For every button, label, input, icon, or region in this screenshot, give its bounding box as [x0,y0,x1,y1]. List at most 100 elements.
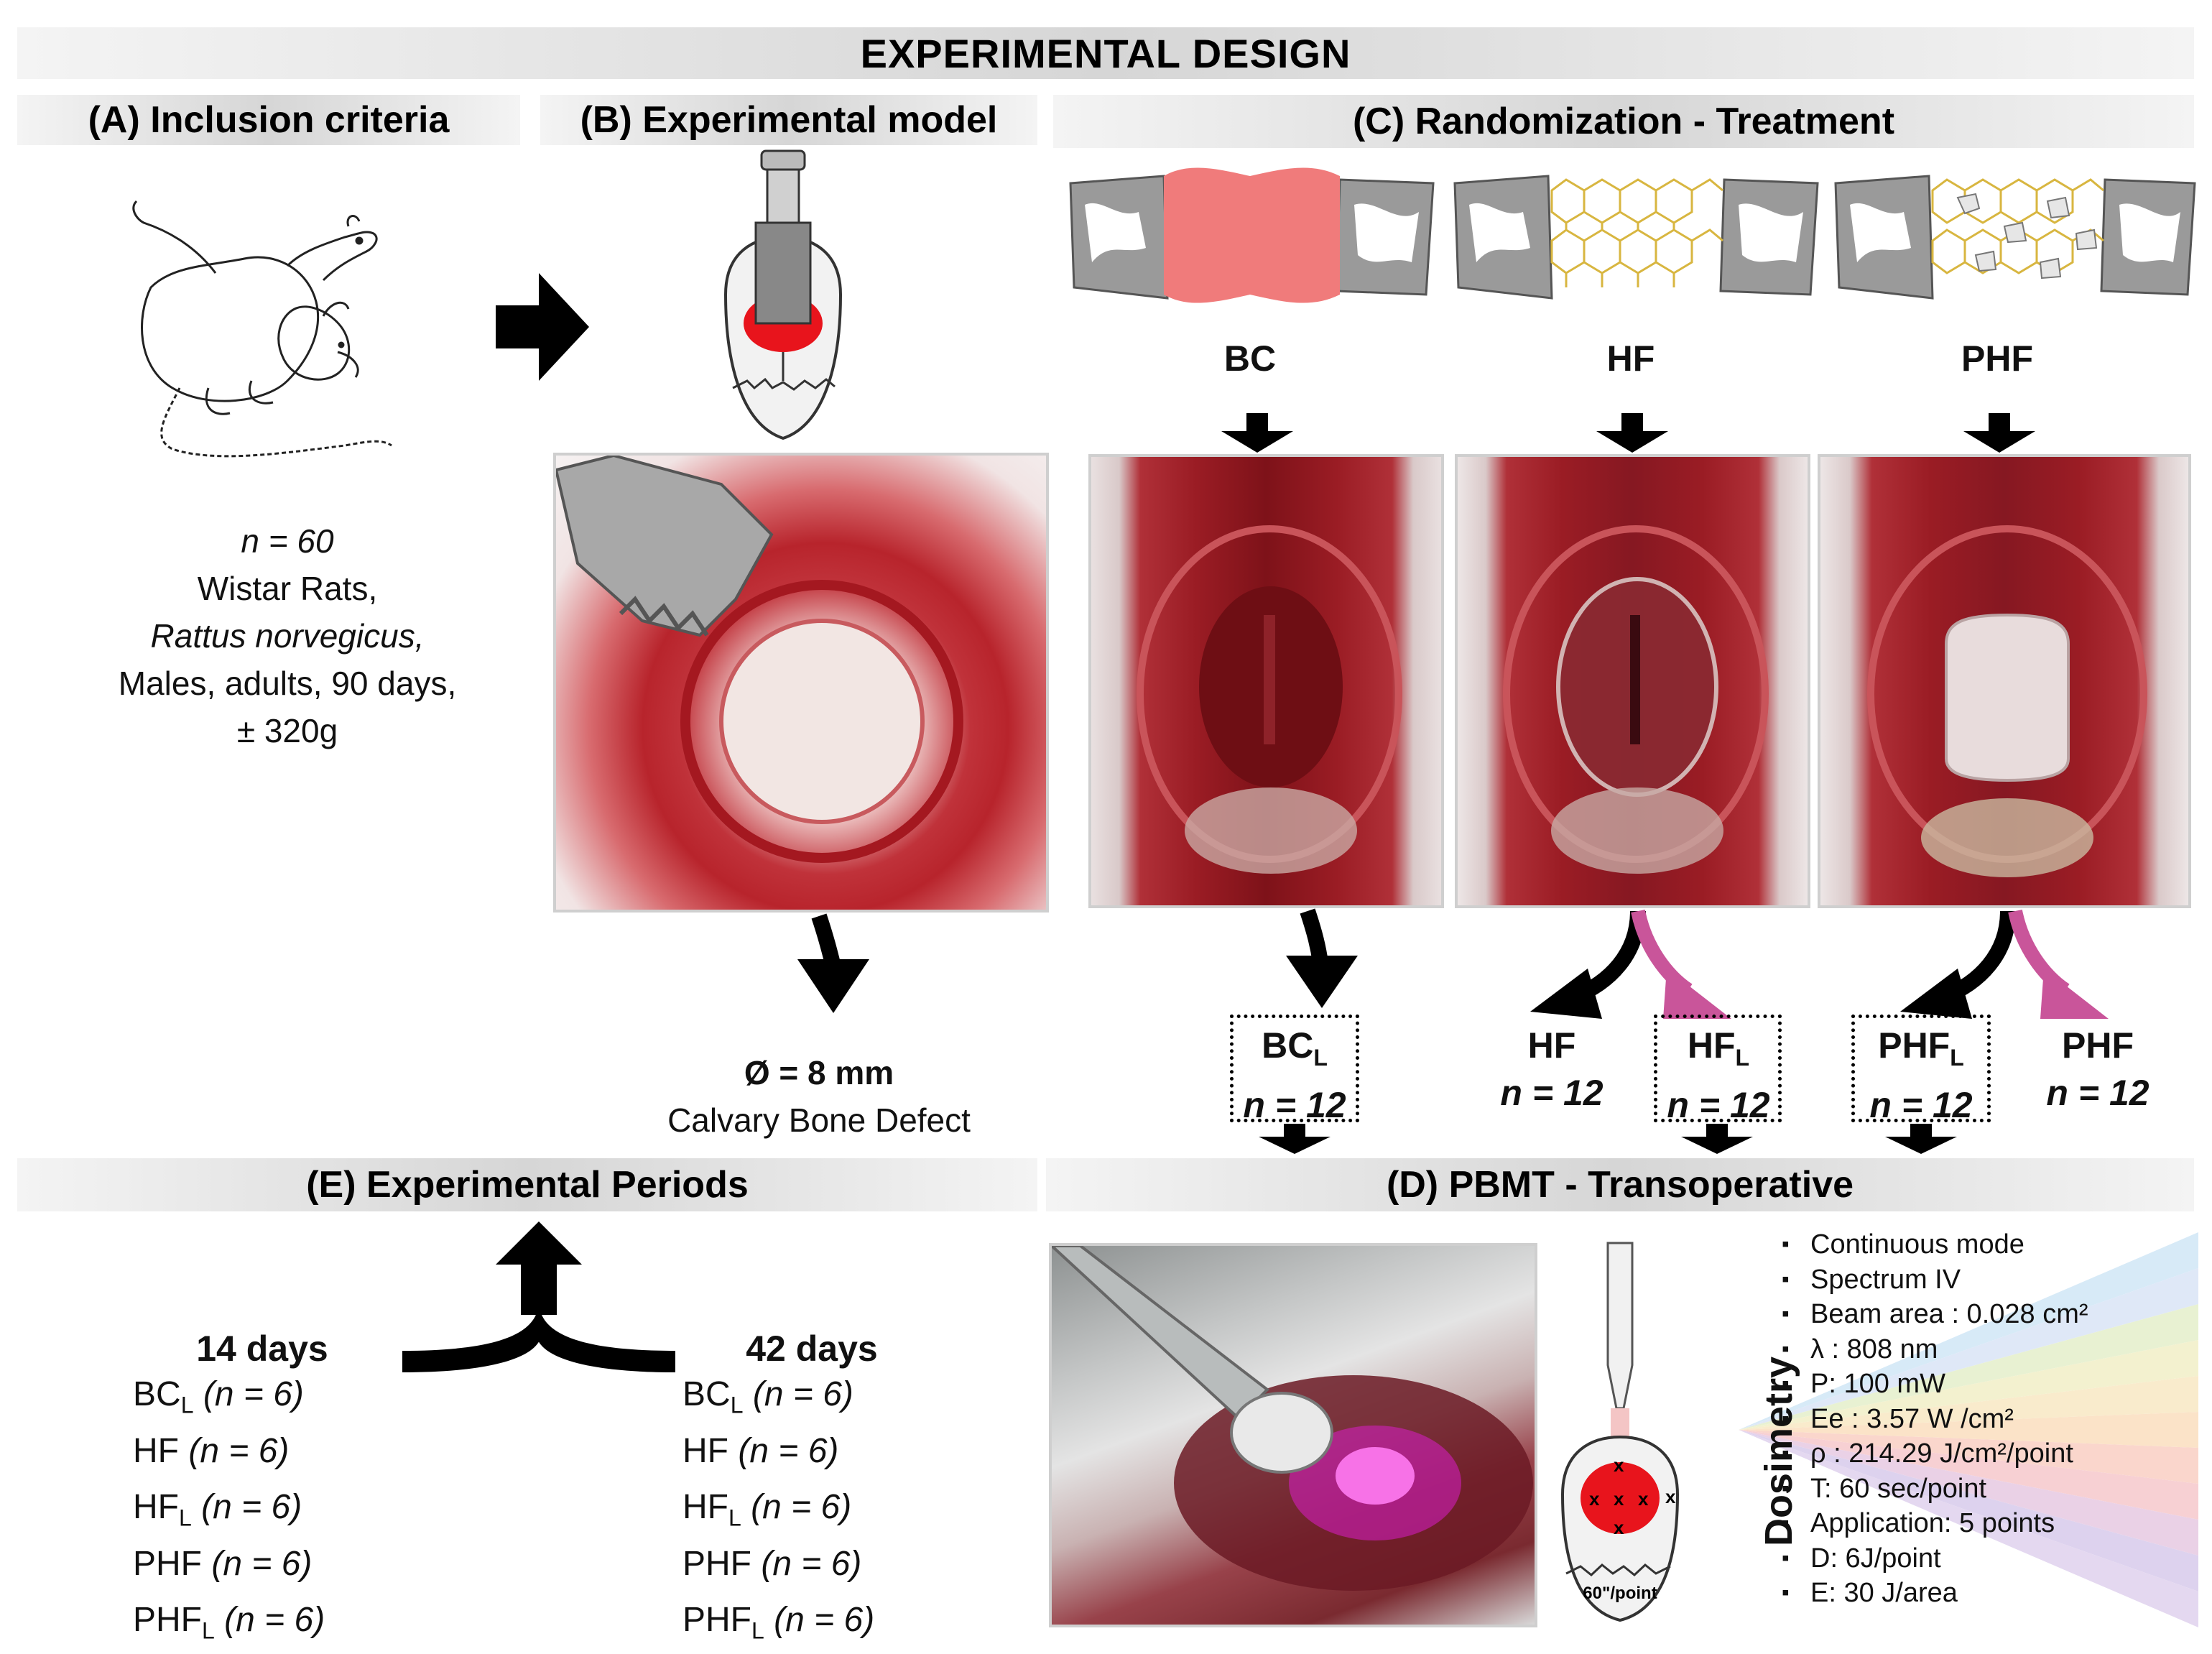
group-label-phf: PHF [1961,338,2033,379]
dosimetry-item: ▪λ : 808 nm [1782,1334,1938,1364]
section-c-title: (C) Randomization - Treatment [1352,101,1895,142]
dosimetry-item: ▪Beam area : 0.028 cm² [1782,1299,2088,1329]
dosimetry-item: ▪P: 100 mW [1782,1369,1945,1399]
hfl-group: HFL n = 12 [1638,1022,1799,1129]
period-14-item: BCL (n = 6) [133,1375,304,1418]
period-42-item: BCL (n = 6) [682,1375,853,1418]
hfl-box [1654,1015,1782,1122]
rat-profile: Males, adults, 90 days, [118,665,457,702]
defect-size: Ø = 8 mm [744,1054,894,1091]
section-e-title: (E) Experimental Periods [306,1164,749,1206]
laser-point-marker: x [1665,1486,1676,1507]
defect-photo [553,453,1049,913]
phf-n: n = 12 [2046,1073,2149,1113]
period-42: 42 days BCL (n = 6) HF (n = 6) HFL (n = … [682,1326,1042,1654]
arrow-phf-to-phfl-icon [1900,910,2016,1019]
dosimetry-item: ▪Application: 5 points [1782,1508,2055,1538]
hf-group: HF n = 12 [1466,1022,1638,1117]
phfl-box [1851,1015,1991,1122]
period-14-item: HFL (n = 6) [133,1488,302,1531]
section-a-header: (A) Inclusion criteria [17,95,520,145]
period-split-arrow-icon [402,1221,675,1372]
section-d-header: (D) PBMT - Transoperative [1046,1158,2194,1211]
dosimetry-list: ▪Continuous mode ▪Spectrum IV ▪Beam area… [1782,1227,2198,1611]
section-c-header: (C) Randomization - Treatment [1053,95,2194,148]
arrow-bc-to-bcl-icon [1286,908,1358,1008]
phfl-sub: L [1950,1045,1964,1071]
defect-label: Calvary Bone Defect [667,1101,971,1139]
dosimetry-item: ▪Ee : 3.57 W /cm² [1782,1403,2014,1434]
arrow-phf-to-phf-icon [2008,909,2109,1019]
trephine-skull-icon [723,149,843,440]
period-42-title: 42 days [746,1329,878,1369]
dosimetry-item: ▪E: 30 J/area [1782,1578,1958,1608]
dosimetry-item: ▪D: 6J/point [1782,1543,1941,1574]
hfl-n: n = 12 [1667,1085,1770,1125]
section-b-header: (B) Experimental model [540,95,1037,145]
section-b-title: (B) Experimental model [580,99,998,141]
laser-point-marker: x [1614,1517,1624,1538]
phf-name: PHF [2062,1025,2134,1066]
laser-point-marker: x [1614,1488,1624,1510]
group-label-hf: HF [1606,338,1655,379]
defect-text: Ø = 8 mm Calvary Bone Defect [618,1049,1020,1144]
arrow-bcl-to-d-icon [1259,1124,1331,1154]
laser-point-marker: x [1589,1488,1600,1510]
bc-membrane-icon [1069,167,1435,303]
arrow-defect-icon [797,913,869,1013]
hf-name: HF [1527,1025,1576,1066]
hf-membrane-icon [1453,175,1819,300]
main-title-bar: EXPERIMENTAL DESIGN [17,27,2194,79]
phfl-name: PHF [1878,1025,1950,1066]
section-a-title: (A) Inclusion criteria [88,99,450,141]
bcl-sub: L [1313,1045,1328,1071]
rat-species: Rattus norvegicus, [150,617,425,655]
group-label-bc: BC [1223,338,1277,379]
hf-photo [1455,454,1810,908]
laser-point-marker: x [1614,1454,1624,1476]
phf-membrane-icon [1834,175,2196,300]
phf-group: PHF n = 12 [2012,1022,2184,1117]
sample-size: n = 60 [241,522,334,560]
arrow-hfl-to-d-icon [1681,1124,1753,1154]
section-e-header: (E) Experimental Periods [17,1158,1037,1211]
arrow-hf-to-hfl-icon [1631,909,1731,1019]
arrow-bc-icon [1221,413,1293,453]
phfl-group: PHFL n = 12 [1839,1022,2003,1129]
period-14-item: PHFL (n = 6) [133,1601,325,1644]
dosimetry-item: ▪Spectrum IV [1782,1264,1961,1295]
bcl-group: BCL n = 12 [1214,1022,1375,1129]
bcl-box [1230,1015,1359,1122]
arrow-phf-icon [1963,413,2035,453]
period-14-title: 14 days [196,1329,328,1369]
arrow-a-to-b-icon [496,273,589,381]
rat-strain: Wistar Rats, [197,570,378,607]
dosimetry-item: ▪T: 60 sec/point [1782,1473,1987,1504]
rat-weight: ± 320g [236,712,338,749]
period-42-item: HF (n = 6) [682,1431,839,1470]
bcl-name: BC [1262,1025,1314,1066]
dosimetry-item: ▪Continuous mode [1782,1229,2024,1260]
laser-application-photo [1049,1243,1537,1627]
laser-skull-icon: x x x x x x 60"/point [1560,1242,1680,1622]
arrow-hf-icon [1596,413,1668,453]
main-title: EXPERIMENTAL DESIGN [860,30,1351,76]
period-14: 14 days BCL (n = 6) HF (n = 6) HFL (n = … [133,1326,492,1654]
dosimetry-item: ▪ρ : 214.29 J/cm²/point [1782,1438,2073,1469]
laser-point-marker: x [1638,1488,1649,1510]
inclusion-criteria-text: n = 60 Wistar Rats, Rattus norvegicus, M… [43,517,532,754]
hfl-name: HF [1687,1025,1736,1066]
section-d-title: (D) PBMT - Transoperative [1386,1164,1854,1206]
period-14-item: PHF (n = 6) [133,1544,313,1583]
arrow-phfl-to-d-icon [1885,1124,1957,1154]
hf-n: n = 12 [1500,1073,1604,1113]
rat-illustration [132,200,392,458]
period-42-item: PHFL (n = 6) [682,1601,875,1644]
hfl-sub: L [1735,1045,1750,1071]
skull-label: 60"/point [1583,1584,1657,1603]
phf-photo [1818,454,2191,908]
phfl-n: n = 12 [1869,1085,1973,1125]
period-14-item: HF (n = 6) [133,1431,290,1470]
dosimetry-fan [1739,1232,2198,1627]
period-42-item: PHF (n = 6) [682,1544,862,1583]
